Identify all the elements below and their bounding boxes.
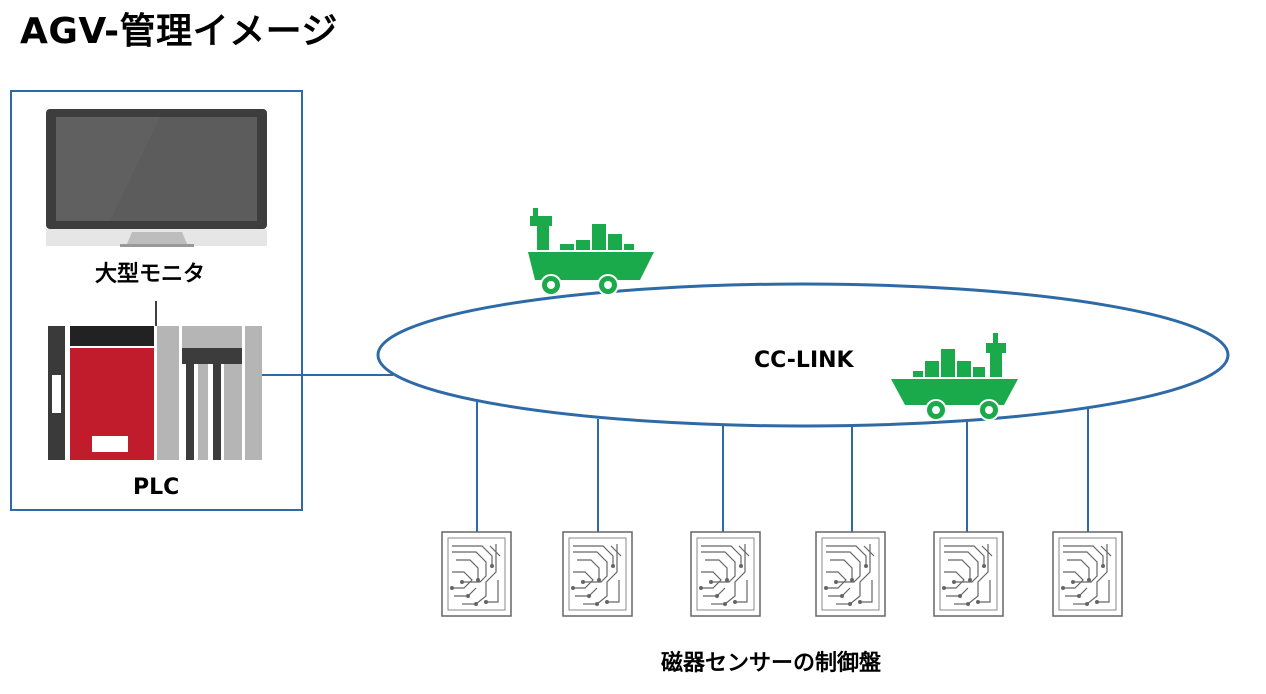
monitor-icon: [46, 109, 267, 247]
network-label: CC-LINK: [754, 348, 854, 373]
circuit-board-icon: [815, 531, 886, 617]
circuit-board-icon: [562, 531, 633, 617]
plc-rack-icon: [48, 326, 262, 460]
network-drops: [476, 399, 1089, 532]
controller-box: [10, 90, 303, 511]
plc-label: PLC: [133, 475, 180, 500]
monitor-label: 大型モニタ: [95, 262, 206, 287]
circuit-board-icon: [933, 531, 1004, 617]
circuit-board-icon: [690, 531, 761, 617]
circuit-board-icon: [1052, 531, 1123, 617]
cc-link-ring: [376, 282, 1230, 428]
page-title: AGV-管理イメージ: [20, 11, 338, 52]
agv-cart-icon: [891, 333, 1018, 421]
circuit-board-icon: [441, 531, 512, 617]
control-panels-label: 磁器センサーの制御盤: [661, 651, 882, 676]
agv-cart-icon: [528, 208, 654, 296]
